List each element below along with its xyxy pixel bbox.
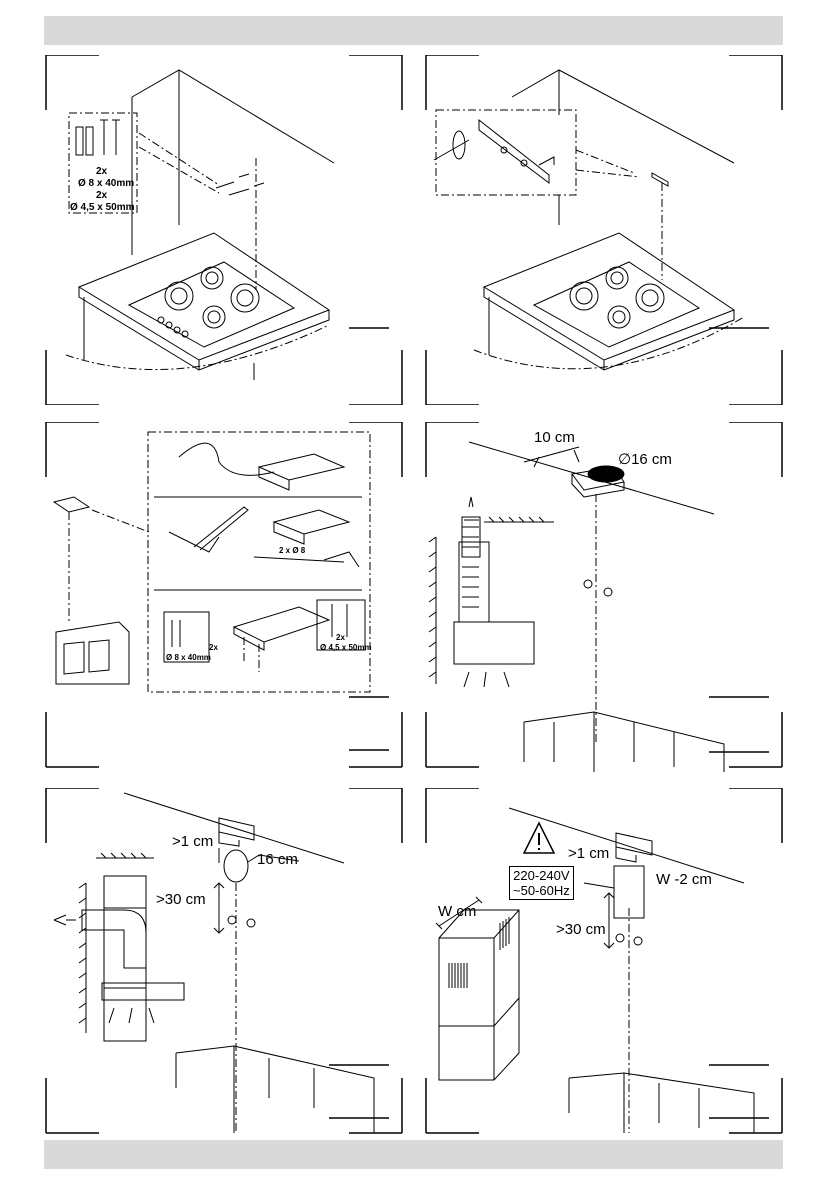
- step-1-drawing: [44, 55, 404, 405]
- step-4-drawing: [424, 422, 784, 772]
- footer-band: [44, 1140, 783, 1169]
- step-5-recirculation: >1 cm 16 cm >30 cm: [44, 788, 404, 1138]
- voltage-label: 220-240V: [513, 868, 570, 883]
- plug-qty-label: 2x: [96, 167, 107, 177]
- duct-label: 16 cm: [257, 852, 298, 867]
- screw-size-label: Ø 4,5 x 50mm: [70, 203, 134, 213]
- step-5-drawing: [44, 788, 404, 1138]
- step-6-chimney-wiring: >1 cm 220-240V ~50-60Hz W -2 cm >30 cm W…: [424, 788, 784, 1138]
- diameter-label: ∅16 cm: [618, 452, 672, 467]
- height-label: >30 cm: [156, 892, 206, 907]
- step3-screw-qty: 2x: [336, 634, 345, 642]
- header-band: [44, 16, 783, 45]
- electrical-warning: 220-240V ~50-60Hz: [509, 866, 574, 900]
- gap-label: >1 cm: [172, 834, 213, 849]
- width-label: W cm: [438, 904, 476, 919]
- plug-size-label: Ø 8 x 40mm: [78, 179, 134, 189]
- frequency-label: ~50-60Hz: [513, 883, 570, 898]
- gap-label: >1 cm: [568, 846, 609, 861]
- step3-plug-qty: 2x: [209, 644, 218, 652]
- step-1-wall-plugs: 2x Ø 8 x 40mm 2x Ø 4,5 x 50mm: [44, 55, 404, 405]
- width-minus-label: W -2 cm: [656, 872, 712, 887]
- step-2-bracket-fixing: [424, 55, 784, 405]
- step-3-bracket-mounting: 2 x Ø 8 2x Ø 8 x 40mm 2x Ø 4,5 x 50mm: [44, 422, 404, 772]
- screw-qty-label: 2x: [96, 191, 107, 201]
- height-label: >30 cm: [556, 922, 606, 937]
- step-2-drawing: [424, 55, 784, 405]
- drill-label: 2 x Ø 8: [279, 547, 305, 555]
- step3-plug-size: Ø 8 x 40mm: [166, 654, 211, 662]
- step-3-drawing: [44, 422, 404, 772]
- offset-label: 10 cm: [534, 430, 575, 445]
- step-4-duct-outlet: 10 cm ∅16 cm: [424, 422, 784, 772]
- step-6-drawing: [424, 788, 784, 1138]
- step3-screw-size: Ø 4,5 x 50mm: [320, 644, 372, 652]
